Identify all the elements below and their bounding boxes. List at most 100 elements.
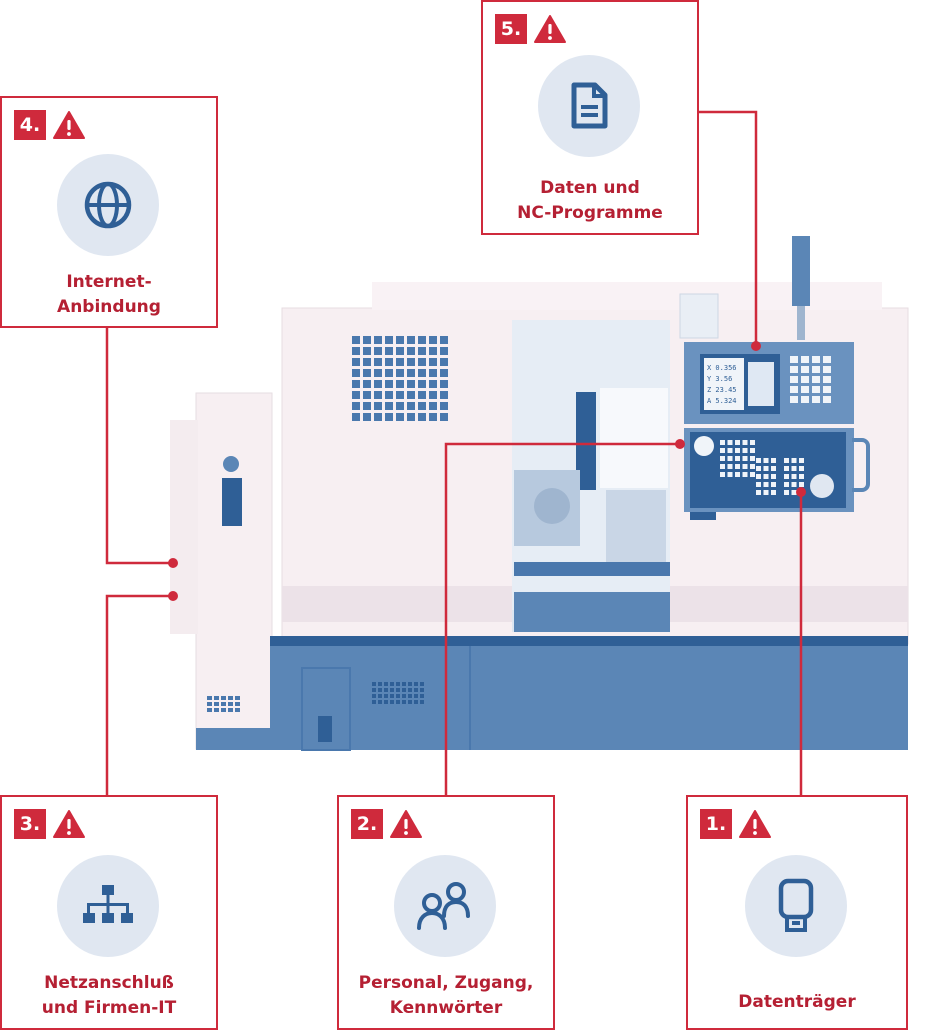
vent-slot (414, 700, 418, 704)
risk-badge: 3. (14, 809, 86, 839)
panel-key (727, 440, 733, 445)
vent-slot (390, 682, 394, 686)
cabinet-handle (222, 478, 242, 526)
screen-keypad (790, 356, 831, 403)
panel-key (742, 448, 748, 453)
operator-keypad (720, 440, 804, 495)
risk-number: 3. (14, 809, 46, 839)
screen-key (812, 386, 820, 393)
screen-key (801, 366, 809, 373)
vent-slot (407, 347, 415, 355)
connector-4-dot (168, 558, 178, 568)
signal-tower-mount (797, 306, 805, 340)
vent-slot (363, 391, 371, 399)
screen-key (823, 396, 831, 403)
vent-slot (407, 402, 415, 410)
vent-slot (385, 358, 393, 366)
vent-slot (352, 358, 360, 366)
vent-slot (408, 688, 412, 692)
panel-key (791, 458, 797, 463)
panel-key (784, 482, 789, 487)
panel-key (763, 458, 769, 463)
vent-slot (352, 369, 360, 377)
panel-key (799, 458, 804, 463)
vent-slot (418, 380, 426, 388)
screen-readout-line: Y 3.56 (707, 375, 732, 383)
vent-slot (396, 391, 404, 399)
screen-readout-line: A 5.324 (707, 397, 737, 405)
icon-circle (57, 855, 159, 957)
vent-slot (374, 336, 382, 344)
risk-badge: 4. (14, 110, 86, 140)
screen-key (812, 366, 820, 373)
panel-key (735, 472, 740, 477)
vent-slot (420, 694, 424, 698)
screen-graphic (748, 362, 774, 406)
vent-slot (418, 358, 426, 366)
vent-slot (396, 682, 400, 686)
vent-slot (440, 347, 448, 355)
warning-icon (534, 15, 566, 43)
vent-slot (418, 413, 426, 421)
panel-key (763, 466, 769, 471)
panel-key (756, 458, 761, 463)
panel-key (784, 466, 789, 471)
chuck-center (534, 488, 570, 524)
vent-slot (402, 700, 406, 704)
vent-slot (390, 694, 394, 698)
vent-slot (385, 413, 393, 421)
panel-key (791, 490, 797, 495)
panel-key (763, 482, 769, 487)
vent-slot (374, 347, 382, 355)
panel-key (735, 464, 740, 469)
vent-slot (418, 347, 426, 355)
vent-slot (408, 682, 412, 686)
vent-slot (214, 696, 219, 700)
vent-slot (390, 700, 394, 704)
vent-slot (372, 700, 376, 704)
vent-slot (385, 391, 393, 399)
vent-slot (374, 413, 382, 421)
vent-slot (414, 688, 418, 692)
risk-number: 4. (14, 110, 46, 140)
vent-slot (374, 380, 382, 388)
vent-slot (396, 347, 404, 355)
panel-key (771, 490, 776, 495)
vent-slot (396, 402, 404, 410)
screen-key (823, 376, 831, 383)
vent-slot (407, 380, 415, 388)
risk-box-5: 5. Daten und NC-Programme (481, 0, 699, 235)
panel-handle (852, 438, 870, 492)
screen-readout-line: Z 23.45 (707, 386, 737, 394)
icon-circle (394, 855, 496, 957)
panel-key (742, 464, 748, 469)
risk-label-line-2: NC-Programme (517, 203, 663, 223)
vent-slot (352, 413, 360, 421)
network-hierarchy-icon (83, 885, 133, 923)
screen-key (801, 376, 809, 383)
icon-circle (538, 55, 640, 157)
vent-slot (228, 708, 233, 712)
tailstock (606, 490, 666, 576)
panel-key (784, 474, 789, 479)
vent-slot (214, 708, 219, 712)
panel-key (742, 440, 748, 445)
vent-slot (378, 700, 382, 704)
panel-key (727, 464, 733, 469)
panel-key (735, 440, 740, 445)
vent-slot (396, 380, 404, 388)
vent-slot (378, 688, 382, 692)
vent-slot (374, 402, 382, 410)
machine-base-rail (270, 636, 908, 648)
body-vent (352, 336, 448, 421)
vent-slot (407, 413, 415, 421)
vent-slot (440, 413, 448, 421)
vent-slot (363, 402, 371, 410)
signal-tower (792, 236, 810, 306)
vent-slot (207, 702, 212, 706)
warning-icon (53, 111, 85, 139)
vent-slot (363, 380, 371, 388)
vent-slot (390, 688, 394, 692)
